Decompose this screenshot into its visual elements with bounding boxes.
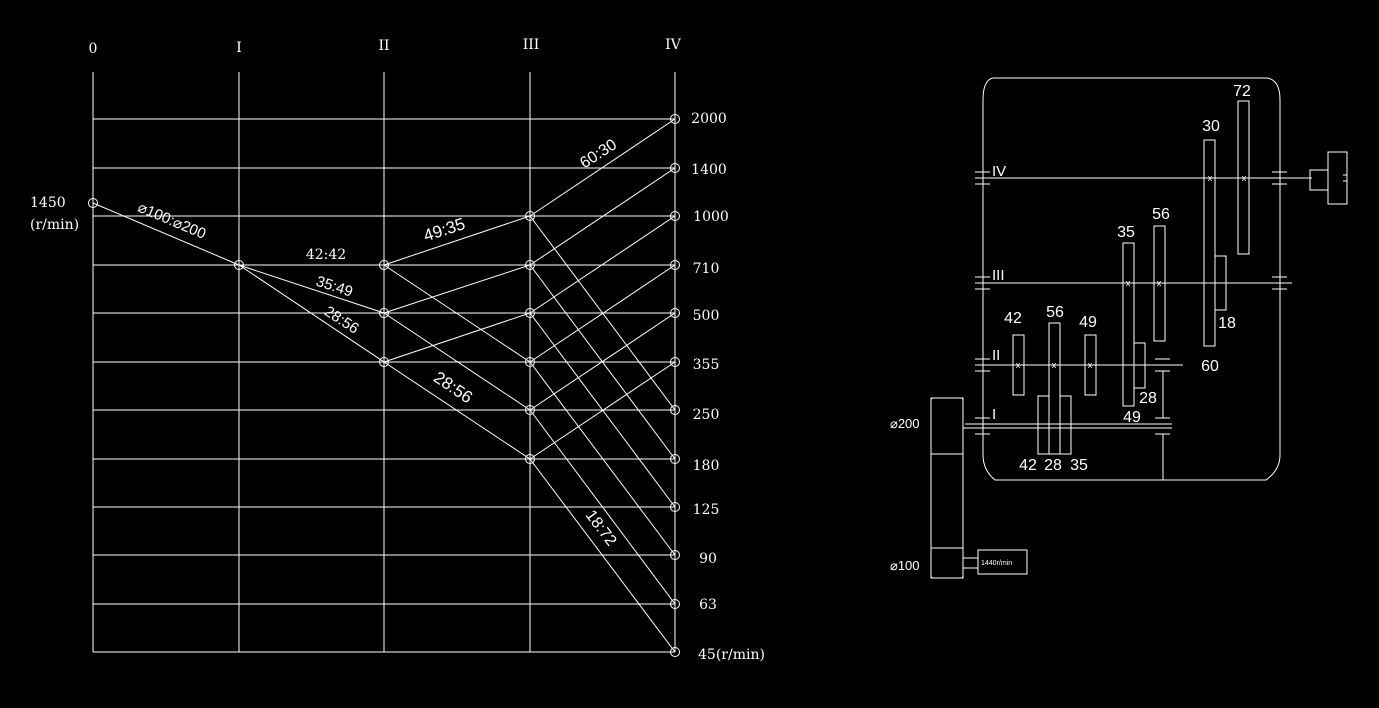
transmission-rays [92,118,676,653]
output-speed-180: 180 [693,458,720,474]
shaft-label-III: III [523,37,540,53]
gear-label-35-top: 35 [1117,224,1135,241]
speed-nodes [88,114,680,657]
input-speed-unit: (r/min) [30,217,79,233]
pulley-large-label: ⌀200 [890,416,920,431]
gear-label-28-right: 28 [1139,390,1157,407]
svg-text:x: x [1088,360,1093,370]
gearbox-label-II: II [992,347,1000,364]
output-speed-355: 355 [693,357,720,373]
gear-label-72: 72 [1233,83,1251,100]
output-speed-1400: 1400 [691,162,727,178]
gear-label-28-bottom: 28 [1044,457,1062,474]
motor-label: 1440r/min [981,560,1012,567]
gear-label-18: 18 [1218,315,1236,332]
shaft-labels: 0 I II III IV [89,37,682,57]
motor [977,549,1028,575]
svg-text:x: x [1242,173,1247,183]
output-speed-1000: 1000 [693,209,729,225]
input-speed-value: 1450 [30,195,66,211]
shaft-label-0: 0 [89,41,98,57]
gear-label-42-top: 42 [1004,310,1022,327]
gear-72 [1237,100,1250,255]
pulley-large [930,397,964,455]
output-speed-unit: (r/min) [716,647,765,663]
gear-18 [1214,255,1227,311]
gear-42-bottom [1037,395,1050,455]
gear-label-42-bottom: 42 [1019,457,1037,474]
output-speed-90: 90 [699,551,717,567]
gear-label-56-mid: 56 [1046,304,1064,321]
output-speed-2000: 2000 [691,111,727,127]
shaft-label-II: II [378,38,389,54]
speed-chart [88,72,680,657]
key-marks: x x x x x x x [1016,173,1247,370]
gear-label-49-top: 49 [1079,314,1097,331]
shaft-label-IV: IV [665,37,682,53]
ray-35-49 [238,264,385,314]
ratio-label-42-42: 42:42 [306,247,346,263]
output-speed-labels: 2000 1400 1000 710 500 355 250 180 125 9… [691,111,729,613]
output-speed-125: 125 [693,502,720,518]
gearbox-label-IV: IV [992,163,1006,180]
output-speed-45-value: 45 [698,647,716,663]
gearbox-schematic [930,77,1348,579]
pulley-small [930,547,964,579]
ratio-label-60-30: 60:30 [577,136,620,172]
output-speed-500: 500 [693,308,720,324]
svg-text:x: x [1052,360,1057,370]
spindle-coupling [1309,169,1329,191]
gear-label-35-bottom: 35 [1070,457,1088,474]
gear-label-60: 60 [1201,358,1219,375]
gearbox-label-III: III [992,267,1005,284]
spindle-nose [1327,151,1348,205]
ratio-label-28-56-b: 28:56 [430,368,476,408]
output-speed-710: 710 [693,261,720,277]
speed-gridlines [93,118,675,653]
gear-label-56-top: 56 [1152,206,1170,223]
gear-49-top [1084,334,1097,396]
output-speed-250: 250 [693,407,720,423]
gear-label-49-bottom: 49 [1123,409,1141,426]
ratio-label-28-56-a: 28:56 [321,303,362,338]
svg-text:x: x [1157,278,1162,288]
output-speed-63: 63 [699,597,717,613]
gear-28-right [1133,342,1146,389]
ray-pulley [92,202,240,266]
svg-text:x: x [1126,278,1131,288]
gear-56-mid [1048,322,1061,455]
svg-text:x: x [1016,360,1021,370]
pulley-small-label: ⌀100 [890,558,920,573]
gear-35-bottom [1059,395,1072,455]
belt-drive [930,397,964,579]
gearbox-housing [982,77,1281,481]
ratio-labels: ⌀100:⌀200 42:42 35:49 28:56 49:35 28:56 … [135,136,620,549]
ratio-label-49-35: 49:35 [421,214,467,245]
gear-42-top [1012,334,1025,396]
bearings [975,171,1287,480]
gearbox-shaft-labels: IV III II I [992,163,1006,423]
gearbox-label-I: I [992,406,996,423]
ray-28-56 [238,264,385,363]
ratio-label-18-72: 18:72 [582,507,620,549]
svg-text:x: x [1208,173,1213,183]
shaft-label-I: I [236,40,242,56]
output-speed-45: 45(r/min) [698,647,765,663]
gear-35-49 [1122,242,1135,407]
gear-label-30: 30 [1202,118,1220,135]
gear-56-top [1153,225,1166,342]
gear-labels: 72 30 56 35 18 60 42 56 49 28 49 42 28 3… [1004,83,1251,474]
gear-30-60 [1203,139,1216,347]
